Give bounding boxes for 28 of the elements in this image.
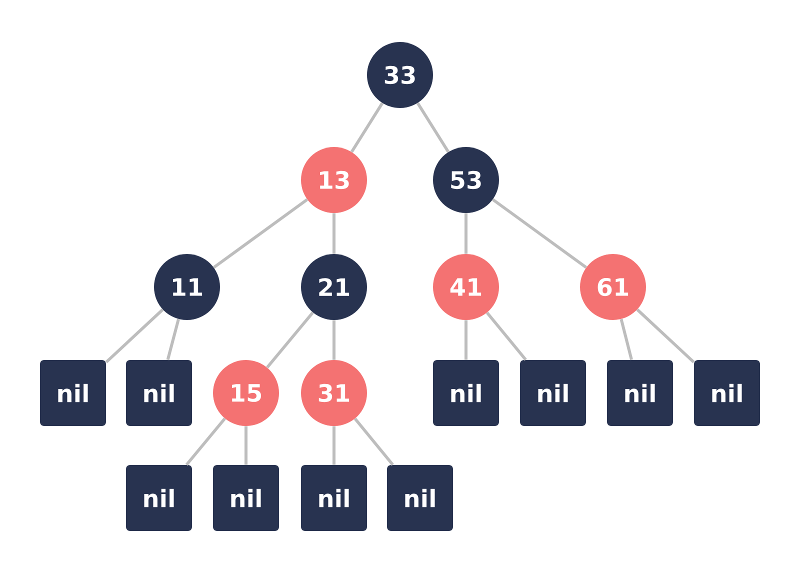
- tree-edge: [416, 102, 450, 153]
- tree-edge: [464, 320, 468, 360]
- tree-edge: [212, 198, 308, 269]
- nil-leaf-box: nil: [126, 465, 192, 531]
- nil-leaf-box: nil: [433, 360, 499, 426]
- tree-edge: [332, 213, 336, 254]
- tree-edge: [332, 426, 336, 465]
- tree-edge: [244, 426, 248, 465]
- nil-leaf-box: nil: [126, 360, 192, 426]
- tree-edge: [464, 213, 468, 254]
- nil-leaf-box: nil: [301, 465, 367, 531]
- tree-edge: [332, 320, 336, 360]
- tree-edge: [166, 318, 180, 360]
- tree-edge: [266, 312, 314, 368]
- nil-leaf-box: nil: [520, 360, 586, 426]
- tree-edge: [486, 312, 527, 361]
- nil-leaf-box: nil: [40, 360, 106, 426]
- tree-edge: [354, 418, 394, 466]
- tree-edge: [185, 418, 226, 466]
- tree-edge: [492, 198, 588, 269]
- tree-edge: [620, 318, 633, 360]
- tree-edge: [105, 308, 164, 364]
- nil-leaf-box: nil: [387, 465, 453, 531]
- nil-leaf-box: nil: [213, 465, 279, 531]
- nil-leaf-box: nil: [694, 360, 760, 426]
- tree-edge: [350, 102, 384, 153]
- tree-edge: [636, 308, 695, 364]
- nil-leaf-box: nil: [607, 360, 673, 426]
